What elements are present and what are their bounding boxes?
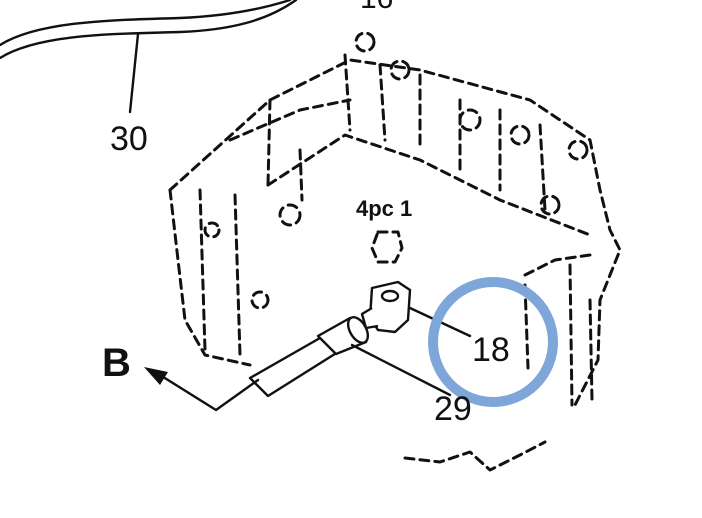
fitting-18: [360, 280, 472, 338]
fitting-29: [248, 316, 452, 398]
hose-30: [0, 0, 292, 47]
hose-30-inner: [0, 0, 298, 60]
leader-30: [128, 32, 140, 114]
label-30: 30: [110, 120, 148, 158]
label-18: 18: [472, 331, 510, 369]
label-4pc1: 4pc 1: [356, 196, 412, 221]
label-b: B: [102, 341, 131, 385]
flow-line-b: [158, 373, 260, 412]
label-29: 29: [434, 390, 472, 428]
control-valve-block: [168, 31, 622, 472]
arrow-b-head: [144, 367, 168, 385]
highlight-circle: [428, 277, 558, 407]
label-16: 16: [360, 0, 393, 15]
